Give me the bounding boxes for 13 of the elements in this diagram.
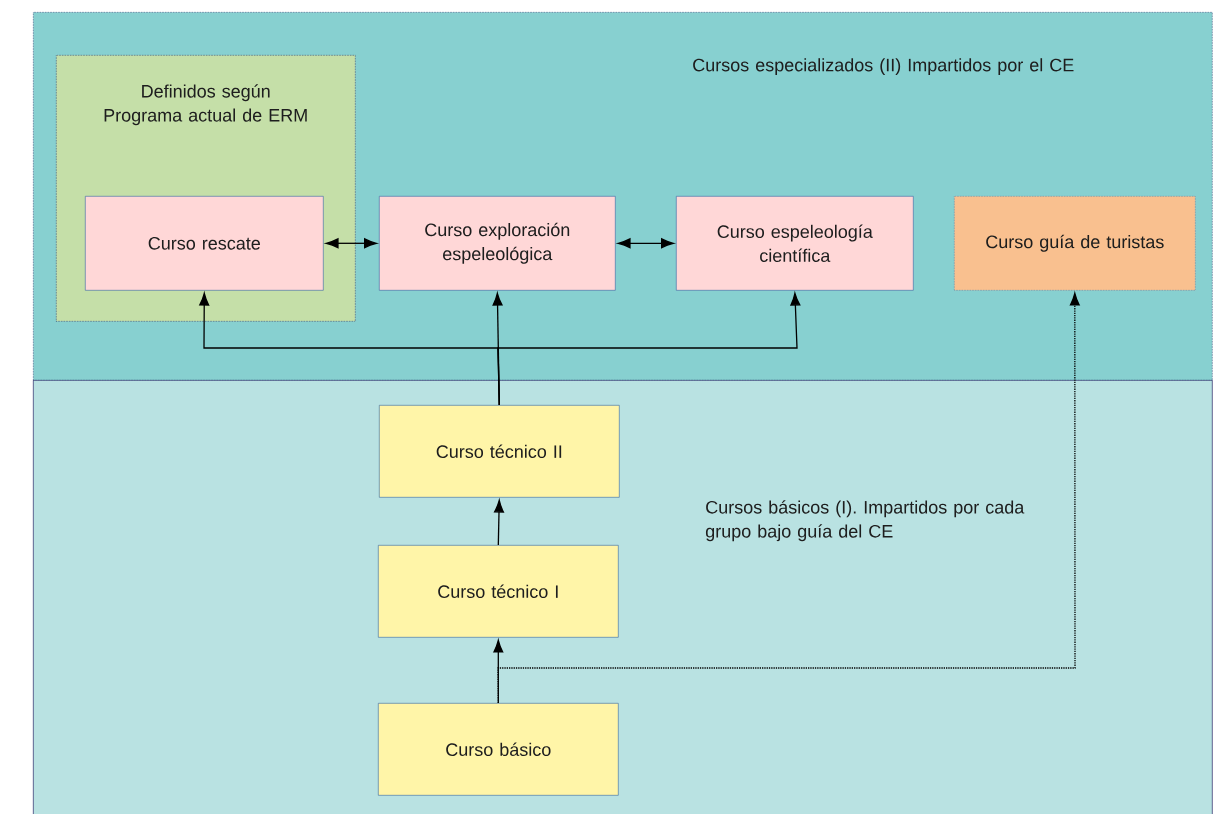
course-box: Curso técnico II [379,405,620,498]
arrow [325,238,377,249]
arrow [494,499,505,546]
arrow [617,238,674,249]
arrow [497,292,1080,704]
course-box: Curso técnico I [378,545,619,638]
course-box: Curso básico [378,703,619,796]
arrow [497,292,801,406]
course-box: Curso rescate [85,196,324,291]
course-box: Curso exploración espeleológica [379,196,616,291]
course-box: Curso guía de turistas [954,196,1196,291]
arrow [493,639,504,704]
course-box: Curso espeleología científica [676,196,914,291]
